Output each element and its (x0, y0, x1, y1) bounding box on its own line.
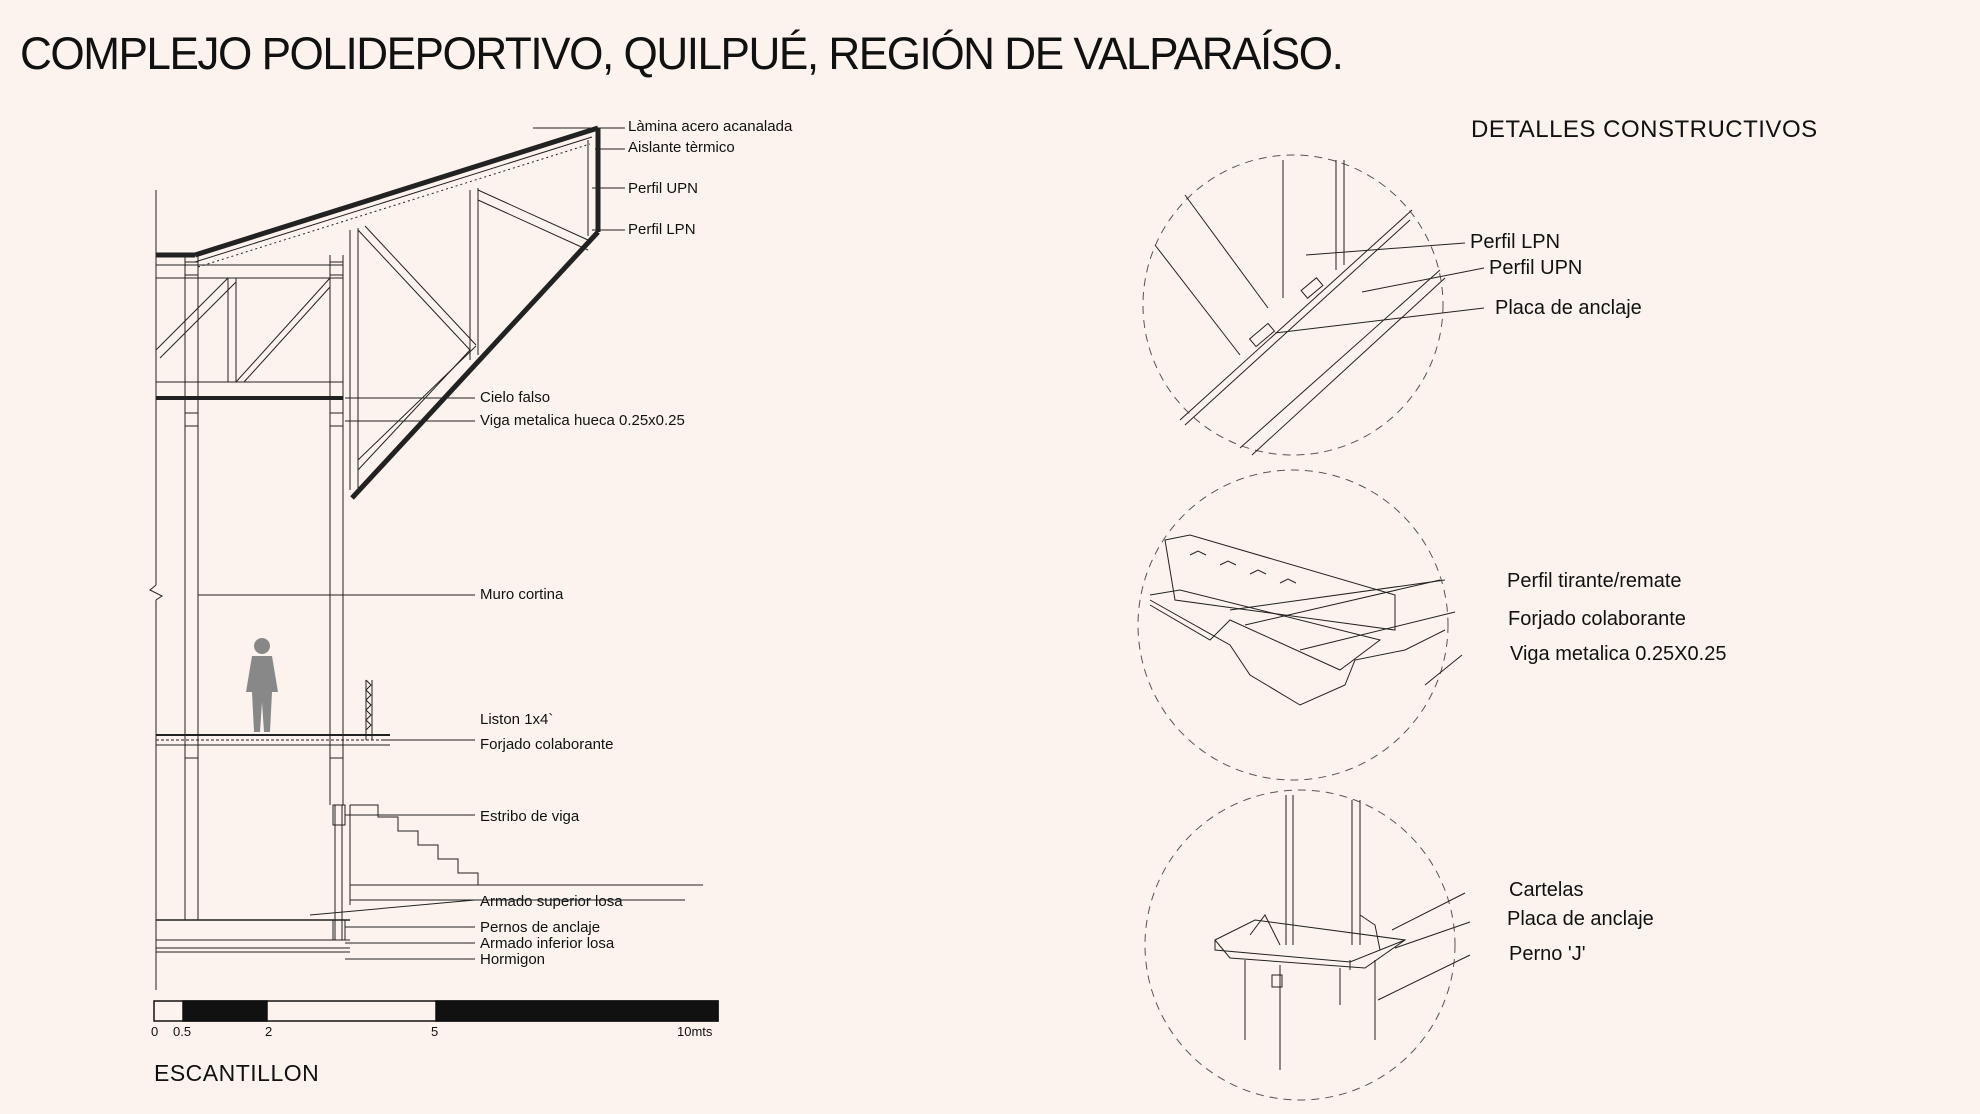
detail1-label-perfil-lpn: Perfil LPN (1470, 231, 1561, 253)
detail2-label-perfil-tirante: Perfil tirante/remate (1507, 570, 1682, 592)
detail2-label-viga: Viga metalica 0.25X0.25 (1510, 643, 1727, 665)
label-cielo-falso: Cielo falso (480, 389, 551, 406)
label-lamina-acero: Làmina acero acanalada (628, 118, 793, 135)
label-perfil-upn: Perfil UPN (628, 180, 699, 197)
detail-circle-2 (1137, 469, 1449, 781)
detail3-label-cartelas: Cartelas (1509, 879, 1584, 901)
label-viga-metalica: Viga metalica hueca 0.25x0.25 (480, 412, 685, 429)
page-title: COMPLEJO POLIDEPORTIVO, QUILPUÉ, REGIÓN … (20, 28, 1344, 79)
label-liston: Liston 1x4` (480, 711, 554, 728)
label-armado-inferior: Armado inferior losa (480, 935, 615, 952)
detail1-label-perfil-upn: Perfil UPN (1489, 257, 1583, 279)
detail-1-drawing (1154, 160, 1485, 456)
scale-tick-0-5: 0.5 (173, 1024, 192, 1039)
label-hormigon: Hormigon (480, 951, 546, 968)
label-perfil-lpn: Perfil LPN (628, 221, 696, 238)
label-armado-superior: Armado superior losa (480, 893, 623, 910)
detail3-label-placa: Placa de anclaje (1507, 908, 1654, 930)
details-title: DETALLES CONSTRUCTIVOS (1471, 116, 1818, 143)
detail3-label-perno: Perno 'J' (1509, 943, 1586, 965)
scale-bar (153, 1000, 719, 1022)
detail-2-drawing (1149, 534, 1463, 706)
detail-circle-3 (1144, 789, 1456, 1101)
detail2-label-forjado: Forjado colaborante (1508, 608, 1686, 630)
label-muro-cortina: Muro cortina (480, 586, 564, 603)
label-aislante: Aislante tèrmico (628, 139, 735, 156)
detail1-label-placa: Placa de anclaje (1495, 297, 1642, 319)
detail-3-drawing (1214, 795, 1471, 1070)
person-silhouette (246, 638, 278, 732)
label-forjado: Forjado colaborante (480, 736, 614, 753)
scale-caption: ESCANTILLON (154, 1060, 320, 1086)
label-pernos: Pernos de anclaje (480, 919, 601, 936)
label-estribo: Estribo de viga (480, 808, 580, 825)
detail-circle-1 (1142, 154, 1444, 456)
scale-tick-2: 2 (265, 1024, 273, 1039)
scale-tick-0: 0 (151, 1024, 159, 1039)
scale-tick-5: 5 (431, 1024, 439, 1039)
scale-tick-10: 10mts (677, 1024, 713, 1039)
